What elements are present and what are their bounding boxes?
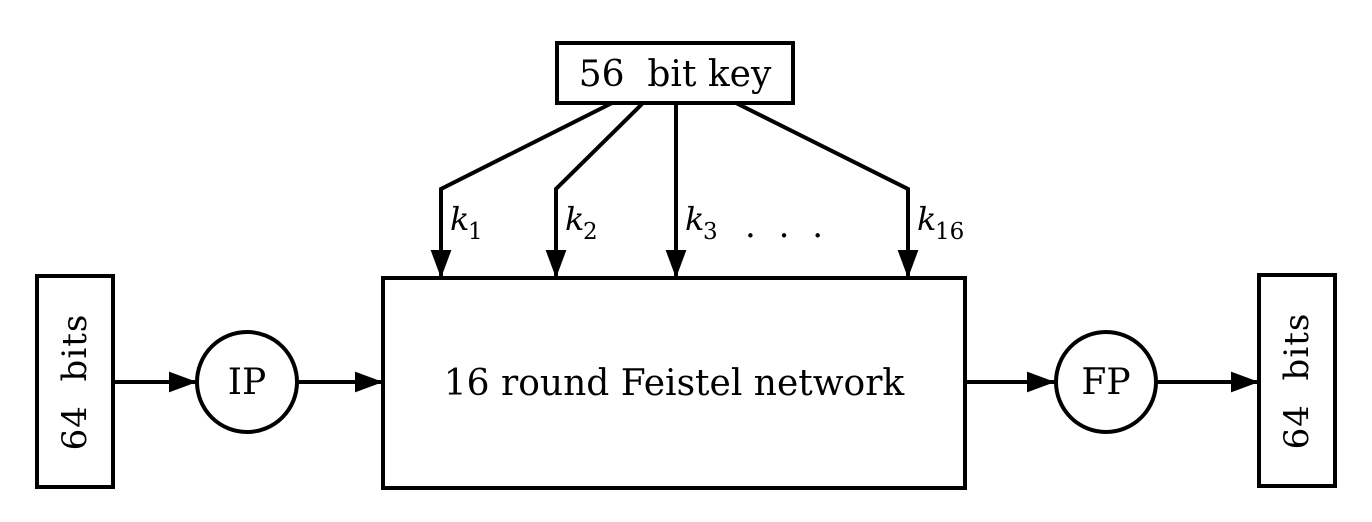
round-key-label-k2-base: k: [565, 200, 584, 238]
input-bits-label: 64 bits: [55, 314, 95, 451]
feistel-box: [381, 276, 967, 490]
key-box-label: 56 bit key: [579, 54, 772, 95]
round-key-label-k2-sub: 2: [583, 219, 598, 245]
round-key-arrow-k2: [545, 101, 645, 278]
round-key-label-k3-base: k: [685, 200, 704, 238]
input-bits-box: [35, 274, 115, 489]
round-key-label-k1-sub: 1: [468, 219, 483, 245]
round-key-label-k1-base: k: [450, 200, 469, 238]
round-key-arrow-k16: [735, 101, 919, 278]
fp-node: [1054, 330, 1158, 434]
round-keys-ellipsis: . . .: [745, 206, 829, 246]
round-key-label-k3: k 3: [685, 200, 718, 245]
fp-node-label: FP: [1081, 362, 1130, 403]
round-key-label-k1: k 1: [450, 200, 483, 245]
round-key-label-k16-base: k: [917, 200, 936, 238]
round-key-label-k3-sub: 3: [703, 219, 718, 245]
ip-node: [195, 330, 299, 434]
round-key-label-k16: k 16: [917, 200, 964, 245]
feistel-box-label: 16 round Feistel network: [444, 363, 906, 404]
round-key-arrow-k1: [430, 101, 613, 278]
ip-node-label: IP: [228, 362, 266, 403]
key-box: [555, 41, 795, 105]
output-bits-box: [1257, 273, 1337, 488]
output-bits-label: 64 bits: [1277, 313, 1317, 450]
round-key-label-k2: k 2: [565, 200, 598, 245]
round-key-label-k16-sub: 16: [935, 219, 964, 245]
